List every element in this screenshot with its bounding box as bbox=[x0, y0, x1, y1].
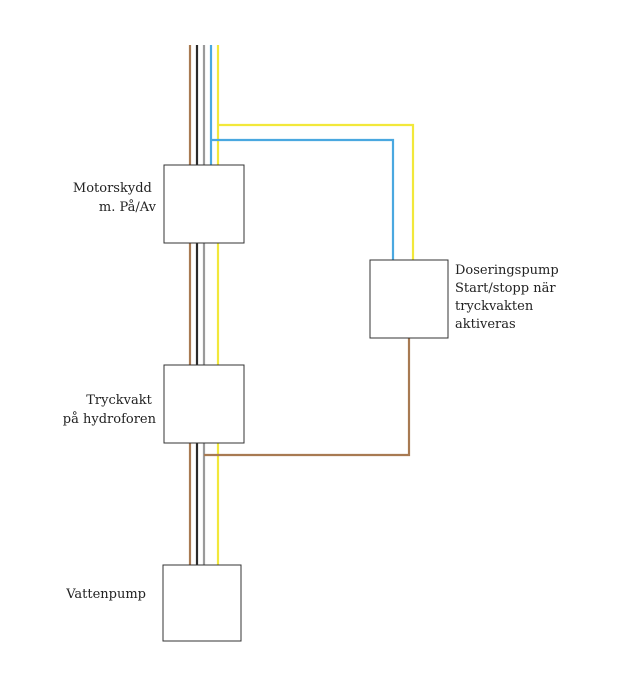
wire-blue-branch bbox=[211, 138, 395, 260]
dosing-pump-box bbox=[369, 259, 449, 339]
motor-protection-label-line-1: Motorskydd bbox=[73, 181, 152, 196]
pressure-switch-box bbox=[163, 364, 245, 444]
main-cable-bundle bbox=[188, 45, 220, 565]
pressure-switch-label-line-2: på hydroforen bbox=[63, 411, 157, 427]
dosing-pump-label-line-4: aktiveras bbox=[455, 317, 516, 332]
motor-protection-label-line-2: m. På/Av bbox=[99, 199, 157, 215]
dosing-pump-label: Doseringspump Start/stopp när tryckvakte… bbox=[455, 263, 563, 332]
pressure-switch-label: Tryckvakt på hydroforen bbox=[63, 393, 157, 427]
dosing-pump-label-line-1: Doseringspump bbox=[455, 263, 559, 278]
dosing-pump-label-line-3: tryckvakten bbox=[455, 299, 534, 314]
water-pump-box bbox=[162, 564, 242, 642]
dosing-pump-label-line-2: Start/stopp när bbox=[455, 281, 556, 296]
wire-yellow-branch bbox=[218, 123, 415, 260]
motor-protection-box bbox=[163, 164, 245, 244]
water-pump-label: Vattenpump bbox=[65, 587, 146, 602]
pressure-switch-label-line-1: Tryckvakt bbox=[86, 393, 152, 408]
water-pump-label-line-1: Vattenpump bbox=[65, 587, 146, 602]
motor-protection-label: Motorskydd m. På/Av bbox=[73, 181, 157, 215]
wire-brown-branch bbox=[204, 338, 411, 457]
